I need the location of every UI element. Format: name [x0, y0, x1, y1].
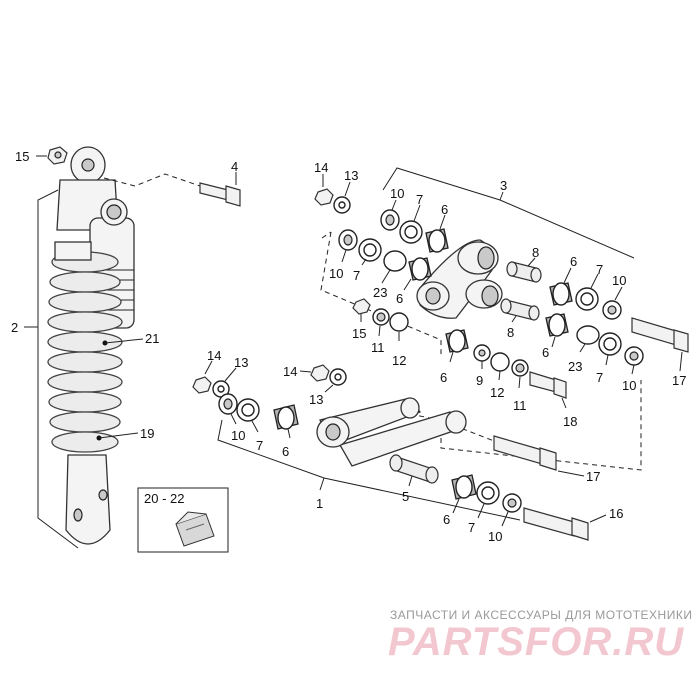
label-7-right-lower: 7 — [596, 370, 603, 385]
label-14-top: 14 — [314, 160, 328, 175]
label-19: 19 — [140, 426, 154, 441]
label-14-link: 14 — [207, 348, 221, 363]
bolt-icon-17a — [631, 317, 677, 346]
nut-icon-14a — [314, 188, 334, 206]
label-13-center: 13 — [309, 392, 323, 407]
rocker-assembly-3: 3 14 13 10 7 6 — [314, 160, 689, 471]
label-4: 4 — [231, 159, 238, 174]
label-18: 18 — [563, 414, 577, 429]
lead-19 — [98, 432, 139, 439]
lead-21 — [104, 338, 144, 344]
circlip-icon-12a — [389, 312, 409, 332]
shock-top-eye-hole — [81, 158, 95, 172]
label-2: 2 — [11, 320, 18, 335]
label-12-left: 12 — [392, 353, 406, 368]
nut-icon-15b — [352, 298, 371, 315]
label-17-lower: 17 — [586, 469, 600, 484]
label-10-link-left: 10 — [231, 428, 245, 443]
lead-17-lower — [557, 470, 585, 477]
label-9: 9 — [476, 373, 483, 388]
shock-absorber: 2 — [11, 146, 159, 549]
label-10-link-right: 10 — [488, 529, 502, 544]
bracket-3 — [382, 167, 635, 259]
watermark: ЗАПЧАСТИ И АКСЕССУАРЫ ДЛЯ МОТОТЕХНИКИ PA… — [388, 608, 692, 664]
label-10-left: 10 — [329, 266, 343, 281]
label-15-rocker: 15 — [352, 326, 366, 341]
label-14-center: 14 — [283, 364, 297, 379]
nut-icon-14b — [192, 376, 212, 394]
bolt-4: 4 — [103, 159, 241, 207]
label-11-left: 11 — [371, 340, 385, 355]
bracket-1 — [217, 419, 521, 521]
dash-rocker-left — [320, 231, 442, 358]
label-10-right-upper: 10 — [612, 273, 626, 288]
label-11-mid: 11 — [513, 398, 527, 413]
label-23-right: 23 — [568, 359, 582, 374]
label-7-right-upper: 7 — [596, 262, 603, 277]
label-6-mid: 6 — [440, 370, 447, 385]
bracket-shock — [37, 189, 79, 549]
label-23-left: 23 — [373, 285, 387, 300]
dash-link — [329, 411, 531, 456]
watermark-brand-logo: PARTSFOR.RU — [388, 620, 684, 664]
label-6-right-lower: 6 — [542, 345, 549, 360]
dash-bolt4 — [103, 173, 201, 187]
lead-16 — [589, 514, 607, 523]
nut-15-shock: 15 — [15, 146, 68, 165]
label-8-lower: 8 — [507, 325, 514, 340]
link-assembly-1: 1 14 13 10 7 6 14 — [192, 348, 623, 544]
label-3: 3 — [500, 178, 507, 193]
label-6-link-left: 6 — [282, 444, 289, 459]
label-15-shock: 15 — [15, 149, 29, 164]
label-17-right: 17 — [672, 373, 686, 388]
nut-icon-14c — [310, 364, 330, 382]
label-6-right-upper: 6 — [570, 254, 577, 269]
oring-icon-23 — [576, 325, 600, 345]
bolt-icon-18 — [529, 371, 557, 393]
kit-box-label: 20 - 22 — [144, 491, 184, 506]
label-12-mid: 12 — [490, 385, 504, 400]
label-13-top: 13 — [344, 168, 358, 183]
oring-icon-23b — [383, 250, 407, 272]
label-6-left: 6 — [396, 291, 403, 306]
label-6-link-right: 6 — [443, 512, 450, 527]
kit-box-20-22: 20 - 22 — [137, 487, 229, 553]
watermark-tagline: ЗАПЧАСТИ И АКСЕССУАРЫ ДЛЯ МОТОТЕХНИКИ — [390, 608, 692, 622]
shock-preload-collar — [54, 241, 92, 261]
label-10-right-lower: 10 — [622, 378, 636, 393]
label-7-left: 7 — [353, 268, 360, 283]
bolt-icon-17b — [493, 435, 543, 465]
label-1: 1 — [316, 496, 323, 511]
label-8-upper: 8 — [532, 245, 539, 260]
shock-lower-eye-hole — [73, 508, 83, 522]
shock-lower-clevis — [65, 454, 111, 545]
label-7-upper: 7 — [416, 192, 423, 207]
label-21: 21 — [145, 331, 159, 346]
label-6-upper: 6 — [441, 202, 448, 217]
label-7-link-left: 7 — [256, 438, 263, 453]
label-5: 5 — [402, 489, 409, 504]
label-7-link-right: 7 — [468, 520, 475, 535]
label-13-link: 13 — [234, 355, 248, 370]
shock-spring — [47, 251, 123, 453]
bolt-icon-16 — [523, 507, 575, 537]
label-16: 16 — [609, 506, 623, 521]
label-10-upper: 10 — [390, 186, 404, 201]
circlip-icon-12b — [490, 352, 510, 372]
bolt-icon — [199, 182, 229, 201]
